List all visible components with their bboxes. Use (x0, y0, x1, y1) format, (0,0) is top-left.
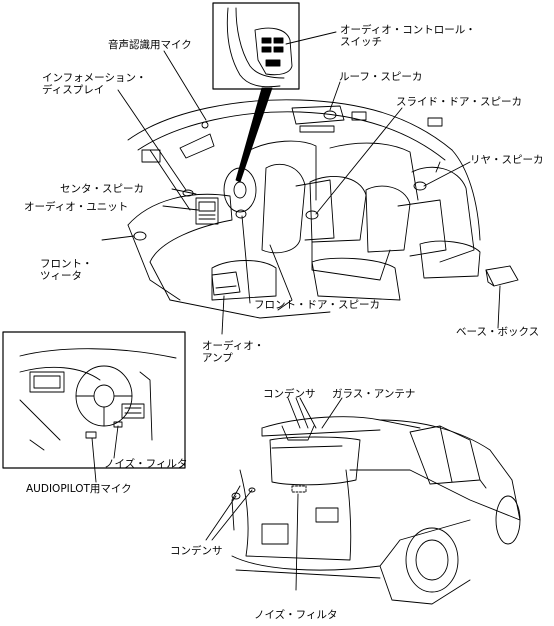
label-info-display: インフォメーション・ ディスプレイ (42, 72, 147, 96)
label-audio-unit: オーディオ・ユニット (24, 201, 129, 213)
label-voice-mic: 音声認識用マイク (108, 39, 192, 51)
dashboard-inset (2, 331, 186, 469)
inset-leader-lines (91, 425, 119, 483)
steering-switch-inset (212, 2, 337, 90)
label-noise-filter-rear: ノイズ・フィルタ (254, 609, 338, 621)
label-audiopilot-mic: AUDIOPILOT用マイク (26, 483, 132, 495)
vehicle-rear-exterior (231, 416, 521, 605)
vehicle-interior (127, 99, 519, 319)
label-front-tweeter: フロント・ ツィータ (40, 258, 93, 282)
label-bass-box: ベース・ボックス (456, 326, 540, 338)
label-noise-filter-inset: ノイズ・フィルタ (104, 458, 188, 470)
label-audio-control-switch: オーディオ・コントロール・ スイッチ (340, 24, 476, 48)
label-roof-speaker: ルーフ・スピーカ (339, 71, 423, 83)
label-slide-door-speaker: スライド・ドア・スピーカ (396, 96, 522, 108)
leader-lines (101, 50, 501, 335)
label-center-speaker: センタ・スピーカ (60, 183, 144, 195)
label-glass-antenna: ガラス・アンテナ (332, 388, 416, 400)
rear-leader-lines (205, 397, 343, 591)
label-condenser-left: コンデンサ (170, 545, 223, 557)
label-condenser-top: コンデンサ (263, 388, 316, 400)
label-audio-amp: オーディオ・ アンプ (202, 340, 265, 364)
label-front-door-speaker: フロント・ドア・スピーカ (254, 299, 380, 311)
label-rear-speaker: リヤ・スピーカ (470, 154, 544, 166)
